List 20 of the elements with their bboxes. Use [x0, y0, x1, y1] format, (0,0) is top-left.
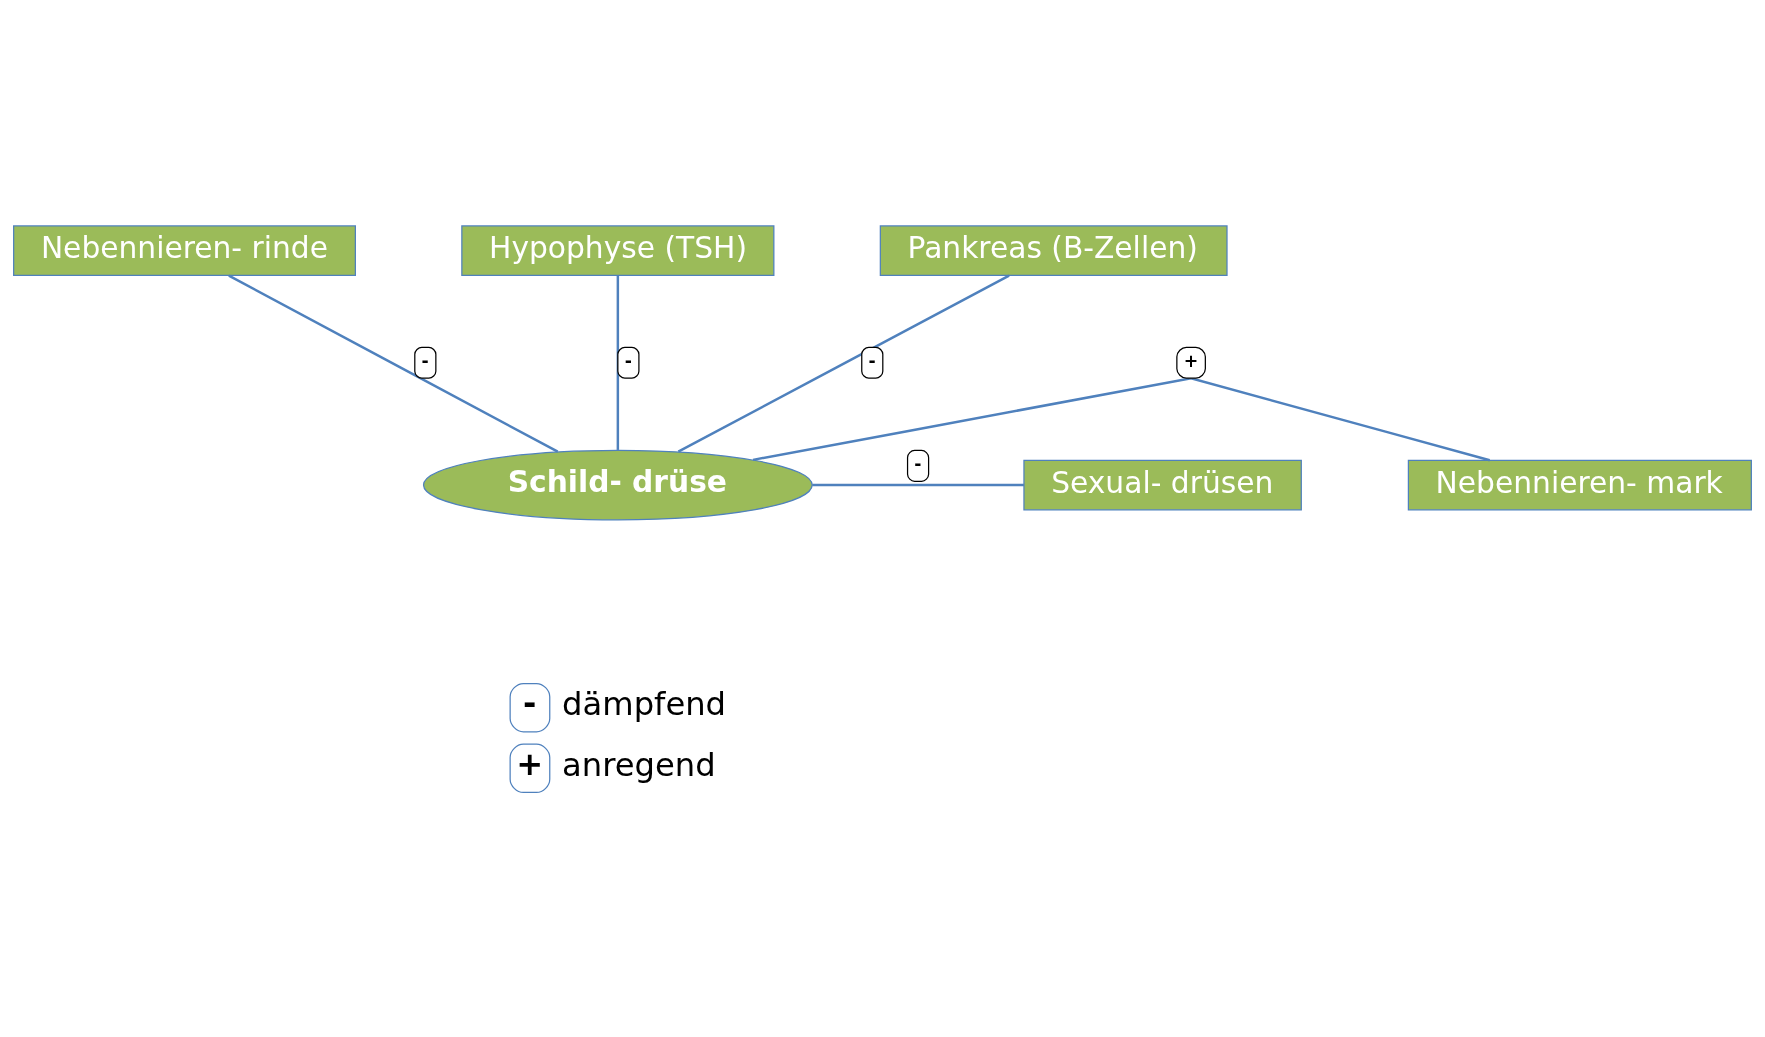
- connector: [616, 275, 620, 450]
- connector: [228, 274, 559, 453]
- node-box: Nebennieren- mark: [1407, 459, 1752, 511]
- connector: [677, 274, 1010, 453]
- node-box: Pankreas (B-Zellen): [879, 225, 1228, 277]
- edge-label: -: [624, 350, 632, 371]
- label: -: [523, 684, 537, 723]
- legend-label: dämpfend: [562, 685, 727, 724]
- legend-label: anregend: [562, 746, 716, 785]
- node-ellipse: Schild- drüse: [422, 449, 813, 521]
- node-box: Hypophyse (TSH): [461, 225, 775, 277]
- label: +: [516, 744, 544, 783]
- edge-label: -: [914, 453, 922, 474]
- node-box: Sexual- drüsen: [1023, 459, 1302, 511]
- edge-label: -: [868, 350, 876, 371]
- node-box: Nebennieren- rinde: [13, 225, 356, 277]
- connector: [812, 483, 1024, 487]
- edge-label: -: [421, 350, 429, 371]
- edge-label: +: [1183, 350, 1199, 371]
- connector: [752, 377, 1491, 462]
